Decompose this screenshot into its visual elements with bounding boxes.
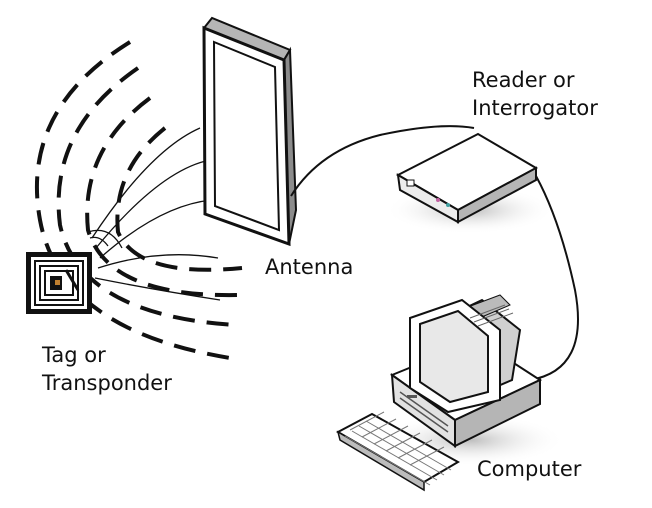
wave-arc-inner	[115, 126, 243, 272]
wave-arc-2	[85, 96, 241, 298]
reader-icon	[395, 132, 539, 224]
reader-label-line1: Reader or	[472, 68, 575, 92]
computer-cable	[529, 175, 579, 381]
wave-arc-3	[56, 66, 236, 327]
field-lines	[87, 127, 221, 301]
radio-waves	[35, 40, 243, 360]
antenna-cable	[290, 125, 475, 197]
tag-label-line1: Tag or	[42, 343, 106, 367]
antenna-label: Antenna	[265, 255, 354, 279]
tag-label-line2: Transponder	[42, 371, 172, 395]
reader-label-line2: Interrogator	[472, 96, 598, 120]
antenna-icon	[202, 16, 298, 247]
wave-arc-outer	[35, 40, 231, 360]
tag-icon	[26, 252, 92, 314]
computer-icon	[335, 294, 543, 492]
computer-label: Computer	[477, 457, 582, 481]
